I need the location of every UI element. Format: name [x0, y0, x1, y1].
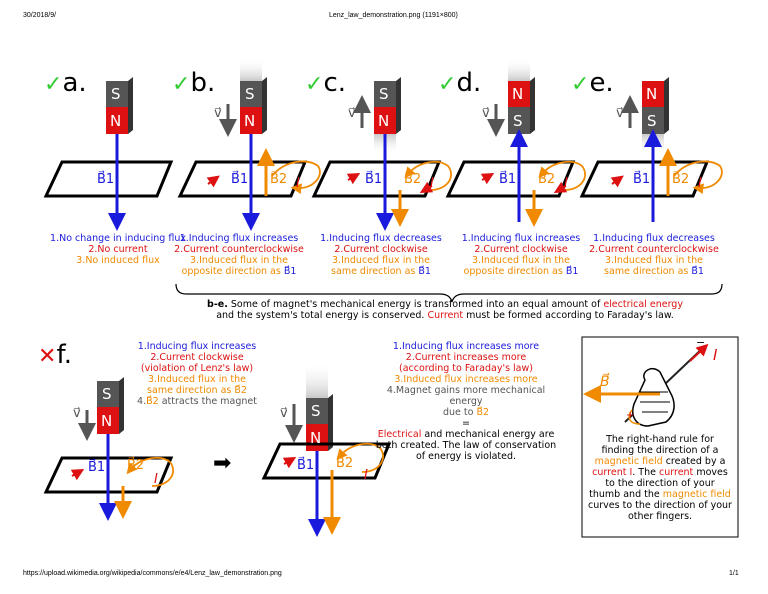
brace-b-e	[175, 283, 723, 303]
pole-n: N	[110, 112, 122, 130]
current-label: I	[154, 472, 158, 487]
pole-s: S	[647, 112, 657, 130]
pole-s: S	[102, 385, 112, 403]
b2-label: B⃗2	[127, 458, 145, 473]
velocity-label: v⃗	[280, 406, 288, 421]
pole-s: S	[311, 402, 321, 420]
caption-a: 1.No change in inducing flux 2.No curren…	[50, 233, 186, 266]
summary-b-e: b-e. Some of magnet's mechanical energy …	[207, 299, 683, 321]
b1-label: B⃗1	[88, 460, 106, 475]
velocity-label: v⃗	[482, 106, 490, 121]
b2-label: B⃗2	[404, 172, 422, 187]
print-url: https://upload.wikimedia.org/wikipedia/c…	[23, 570, 282, 577]
caption-d: 1.Inducing flux increases 2.Current cloc…	[461, 233, 581, 277]
print-page: 1/1	[729, 570, 739, 577]
current-label: I	[430, 176, 434, 191]
print-date: 30/2018/9/	[23, 12, 57, 19]
b2-label: B⃗2	[672, 172, 690, 187]
caption-e: 1.Inducing flux decreases 2.Current coun…	[589, 233, 719, 277]
rhr-minus: −	[696, 336, 706, 349]
pole-s: S	[111, 85, 121, 103]
rhr-current-label: I	[713, 346, 718, 364]
check-icon: ✓	[438, 72, 457, 97]
caption-f-result: 1.Inducing flux increases more 2.Current…	[375, 341, 557, 462]
panel-f-end	[261, 362, 392, 537]
pole-n: N	[244, 112, 256, 130]
pole-n: N	[646, 85, 658, 103]
rhr-plus: +	[626, 410, 635, 421]
current-label: I	[564, 176, 568, 191]
pole-s: S	[379, 85, 389, 103]
b1-label: B⃗1	[297, 458, 315, 473]
pole-n: N	[101, 412, 113, 430]
velocity-label: v⃗	[616, 106, 624, 121]
pole-n: N	[512, 85, 524, 103]
panel-c	[311, 77, 452, 231]
panel-d-label: ✓d.	[438, 68, 482, 98]
rhr-caption: The right-hand rule for finding the dire…	[588, 434, 732, 522]
panel-a	[43, 77, 174, 231]
panel-d	[445, 58, 586, 227]
caption-c: 1.Inducing flux decreases 2.Current cloc…	[320, 233, 442, 277]
panel-f-label: ✕f.	[38, 340, 72, 370]
cross-icon: ✕	[38, 344, 57, 369]
panel-b-label: ✓b.	[172, 68, 216, 98]
panel-e-label: ✓e.	[571, 68, 614, 98]
check-icon: ✓	[44, 72, 63, 97]
b2-label: B⃗2	[336, 456, 354, 471]
current-label: I	[698, 176, 702, 191]
b2-label: B⃗2	[270, 172, 288, 187]
pole-n: N	[310, 429, 322, 447]
current-label: I	[364, 468, 368, 483]
check-icon: ✓	[305, 72, 324, 97]
velocity-label: v⃗	[73, 406, 81, 421]
right-hand-rule-box	[581, 336, 739, 538]
rhr-b-label: B⃗	[600, 374, 610, 390]
print-title: Lenz_law_demonstration.png (1191×800)	[329, 12, 458, 19]
panel-e	[579, 77, 723, 222]
panel-f-start	[43, 377, 174, 521]
panel-a-label: ✓a.	[44, 68, 87, 98]
b1-label: B⃗1	[633, 172, 651, 187]
pole-s: S	[245, 85, 255, 103]
check-icon: ✓	[571, 72, 590, 97]
b1-label: B⃗1	[231, 172, 249, 187]
caption-b: 1.Inducing flux increases 2.Current coun…	[174, 233, 304, 277]
b2-label: B⃗2	[538, 172, 556, 187]
b1-label: B⃗1	[365, 172, 383, 187]
caption-f: 1.Inducing flux increases 2.Current cloc…	[137, 341, 257, 407]
b1-label: B⃗1	[97, 172, 115, 187]
velocity-label: v⃗	[214, 106, 222, 121]
transition-arrow: ➡	[213, 451, 231, 476]
panel-b	[177, 58, 321, 231]
pole-s: S	[513, 112, 523, 130]
current-label: I	[296, 176, 300, 191]
panel-c-label: ✓c.	[305, 68, 346, 98]
velocity-label: v⃗	[348, 106, 356, 121]
pole-n: N	[378, 112, 390, 130]
check-icon: ✓	[172, 72, 191, 97]
b1-label: B⃗1	[499, 172, 517, 187]
